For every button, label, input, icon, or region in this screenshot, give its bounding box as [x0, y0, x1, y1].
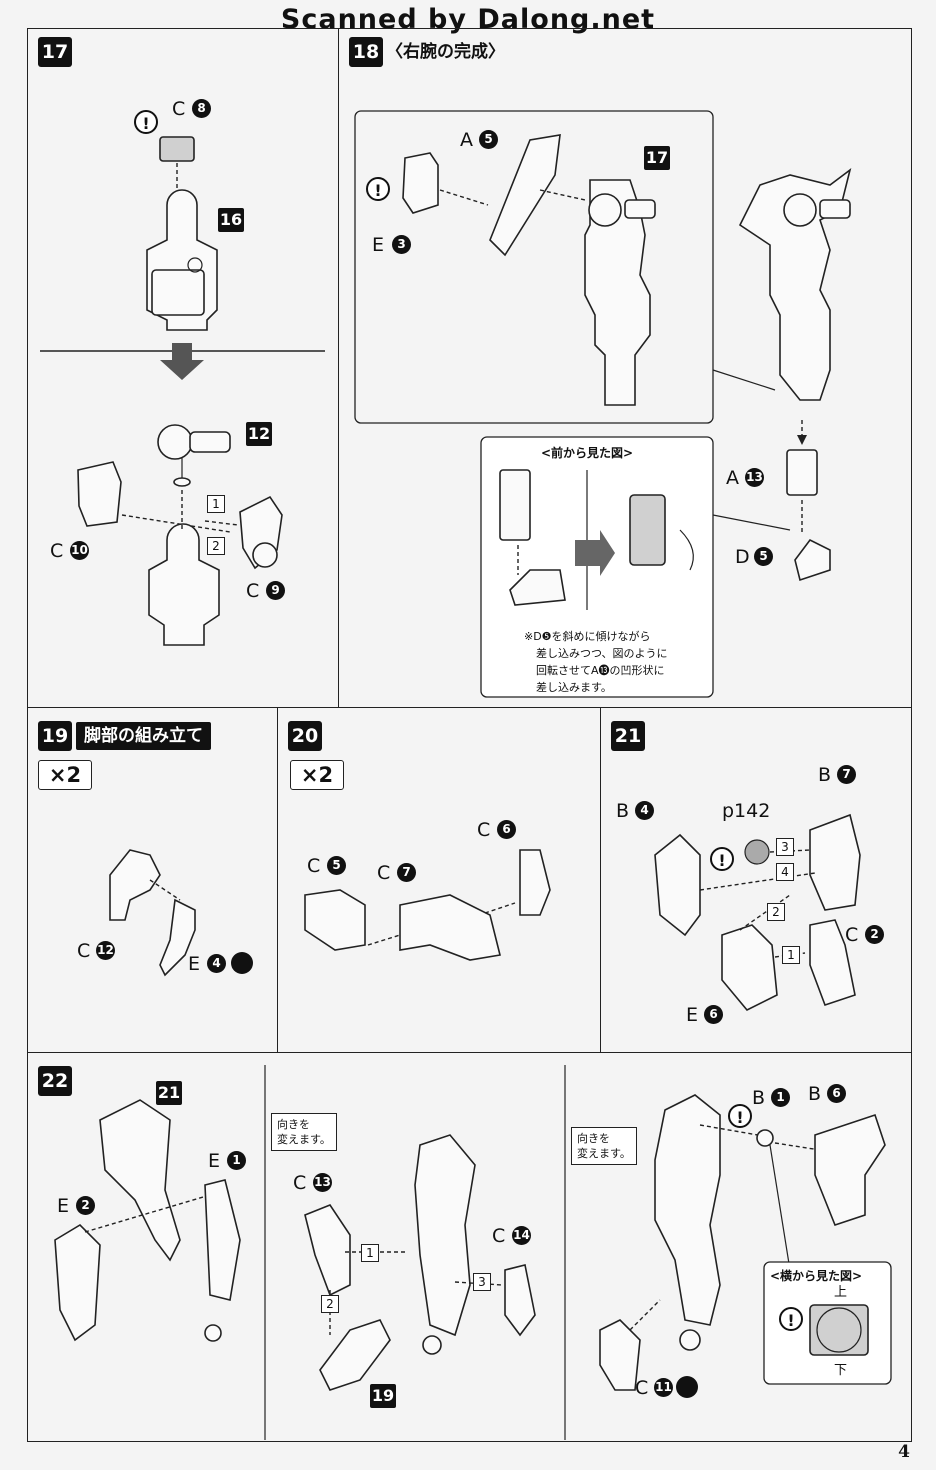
- part-label-a: A: [726, 467, 739, 489]
- part-label-b: B: [752, 1087, 766, 1109]
- assembly-note-line: 差し込みつつ、図のように: [536, 647, 668, 660]
- seal-icon: [676, 1376, 698, 1398]
- part-number-2: 2: [76, 1196, 95, 1215]
- part-label-c: C: [492, 1225, 506, 1247]
- sequence-marker-1: 1: [361, 1244, 379, 1262]
- part-number-1: 1: [227, 1151, 246, 1170]
- front-view-title: <前から見た図>: [541, 446, 634, 460]
- callout-line: 変えます。: [277, 1133, 331, 1146]
- part-label-c: C: [293, 1172, 307, 1194]
- part-label-b: B: [818, 764, 832, 786]
- step-22-panel: [27, 1052, 912, 1442]
- step-ref-19: 19: [370, 1384, 396, 1408]
- part-label-a: A: [460, 129, 473, 151]
- sequence-marker-2: 2: [207, 537, 225, 555]
- part-number-11: 11: [654, 1378, 673, 1397]
- part-label-c: C: [50, 540, 64, 562]
- part-number-7: 7: [397, 863, 416, 882]
- part-number-14: 14: [512, 1226, 531, 1245]
- step-ref-17: 17: [644, 146, 670, 170]
- part-number-10: 10: [70, 541, 89, 560]
- part-number-13: 13: [745, 468, 764, 487]
- step-19-title: 脚部の組み立て: [76, 722, 211, 750]
- side-view-title: <横から見た図>: [770, 1269, 863, 1283]
- part-label-e: E: [686, 1004, 699, 1026]
- part-number-5: 5: [327, 856, 346, 875]
- quantity-multiplier: ×2: [38, 760, 92, 790]
- part-number-12: 12: [96, 941, 115, 960]
- part-label-d: D: [735, 546, 750, 568]
- scan-header: Scanned by Dalong.net: [0, 0, 936, 40]
- part-label-c: C: [635, 1377, 649, 1399]
- part-number-4: 4: [635, 801, 654, 820]
- step-ref-21: 21: [156, 1081, 182, 1105]
- step-ref-16: 16: [218, 208, 244, 232]
- side-view-bottom-label: 下: [834, 1363, 848, 1378]
- side-view-top-label: 上: [834, 1285, 848, 1300]
- warning-icon: !: [366, 177, 390, 201]
- part-number-8: 8: [192, 99, 211, 118]
- orientation-callout: 向きを 変えます。: [571, 1127, 637, 1165]
- assembly-note-line: 差し込みます。: [536, 681, 612, 694]
- warning-icon: !: [779, 1307, 803, 1331]
- quantity-multiplier: ×2: [290, 760, 344, 790]
- step-ref-12: 12: [246, 422, 272, 446]
- seal-icon: [231, 952, 253, 974]
- part-number-9: 9: [266, 581, 285, 600]
- sequence-marker-2: 2: [767, 903, 785, 921]
- sequence-marker-3: 3: [776, 838, 794, 856]
- part-number-4: 4: [207, 954, 226, 973]
- sequence-marker-2: 2: [321, 1295, 339, 1313]
- orientation-callout: 向きを 変えます。: [271, 1113, 337, 1151]
- part-number-7: 7: [837, 765, 856, 784]
- step-21-number: 21: [611, 721, 645, 751]
- part-number-1: 1: [771, 1088, 790, 1107]
- part-number-6: 6: [497, 820, 516, 839]
- warning-icon: !: [728, 1104, 752, 1128]
- part-label-e: E: [57, 1195, 70, 1217]
- part-label-e: E: [188, 953, 201, 975]
- part-label-c: C: [172, 98, 186, 120]
- step-19-number: 19: [38, 721, 72, 751]
- step-17-number: 17: [38, 37, 72, 67]
- page-reference: p142: [722, 800, 771, 822]
- part-label-b: B: [616, 800, 630, 822]
- warning-icon: !: [134, 110, 158, 134]
- assembly-note-line: 回転させてA⓭の凹形状に: [536, 664, 665, 677]
- scan-credit: Scanned by Dalong.net: [280, 4, 656, 35]
- part-label-c: C: [77, 940, 91, 962]
- part-number-5: 5: [479, 130, 498, 149]
- page-number: 4: [898, 1442, 910, 1462]
- callout-line: 変えます。: [577, 1147, 631, 1160]
- callout-line: 向きを: [277, 1118, 310, 1131]
- step-18-title: 〈右腕の完成〉: [386, 42, 505, 62]
- part-number-5: 5: [754, 547, 773, 566]
- part-number-2: 2: [865, 925, 884, 944]
- part-number-6: 6: [827, 1084, 846, 1103]
- part-number-3: 3: [392, 235, 411, 254]
- step-22-number: 22: [38, 1066, 72, 1096]
- part-label-b: B: [808, 1083, 822, 1105]
- part-label-e: E: [372, 234, 385, 256]
- sequence-marker-1: 1: [207, 495, 225, 513]
- part-label-c: C: [377, 862, 391, 884]
- part-number-6: 6: [704, 1005, 723, 1024]
- step-20-number: 20: [288, 721, 322, 751]
- part-label-c: C: [246, 580, 260, 602]
- part-label-c: C: [477, 819, 491, 841]
- part-label-c: C: [845, 924, 859, 946]
- warning-icon: !: [710, 847, 734, 871]
- assembly-note-line: ※D❺を斜めに傾けながら: [524, 630, 651, 643]
- step-18-number: 18: [349, 37, 383, 67]
- part-number-13: 13: [313, 1173, 332, 1192]
- sequence-marker-4: 4: [776, 863, 794, 881]
- part-label-c: C: [307, 855, 321, 877]
- callout-line: 向きを: [577, 1132, 610, 1145]
- sequence-marker-1: 1: [782, 946, 800, 964]
- part-label-e: E: [208, 1150, 221, 1172]
- sequence-marker-3: 3: [473, 1273, 491, 1291]
